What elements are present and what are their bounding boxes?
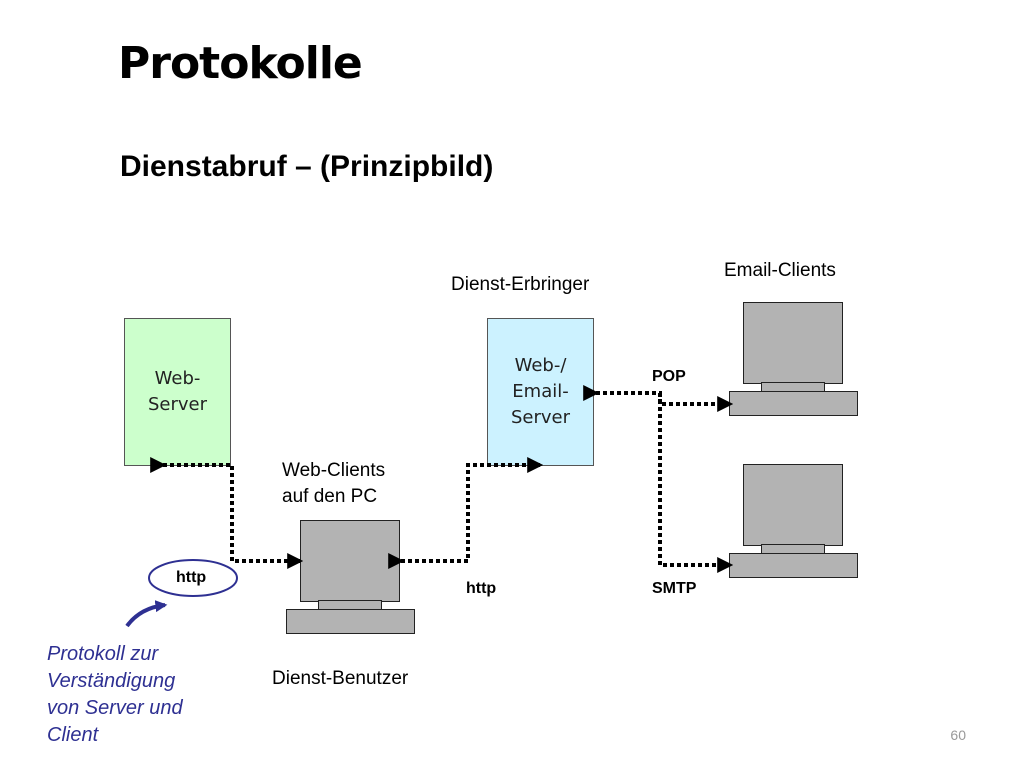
smtp-label: SMTP [652, 580, 697, 597]
provider-label: Dienst-Erbringer [451, 274, 590, 295]
protocol-annotation: Protokoll zur Verständigung von Server u… [47, 641, 183, 749]
http-bubble-label: http [176, 569, 207, 586]
annotation-line1: Protokoll zur [47, 643, 159, 665]
slide-title: Protokolle [118, 38, 363, 89]
annotation-line2: Verständigung [47, 670, 176, 692]
web-server-line2: Server [147, 394, 208, 415]
annotation-line4: Client [47, 724, 99, 746]
annotation-arrow [125, 600, 168, 628]
pop-label: POP [652, 368, 686, 385]
email-client-computer-top-icon [729, 302, 858, 416]
link-webserver-pc [150, 457, 304, 569]
web-server-line1: Web- [154, 368, 201, 389]
link-pc-mailserver [388, 457, 544, 569]
web-clients-label: Web-Clients auf den PC [282, 458, 385, 510]
page-number: 60 [950, 727, 966, 743]
mail-server-line1: Web-/ [514, 355, 567, 376]
mail-server-line2: Email- [512, 381, 569, 402]
web-server-box: Web- Server [124, 318, 231, 466]
web-clients-label-line2: auf den PC [282, 486, 378, 507]
email-clients-label: Email-Clients [724, 260, 836, 281]
email-client-computer-bottom-icon [729, 464, 858, 578]
annotation-line3: von Server und [47, 697, 183, 719]
mail-server-line3: Server [510, 407, 571, 428]
user-label: Dienst-Benutzer [272, 668, 409, 689]
http-link-label: http [466, 580, 497, 597]
web-clients-label-line1: Web-Clients [282, 460, 386, 481]
http-bubble [148, 559, 238, 597]
slide-subtitle: Dienstabruf – (Prinzipbild) [120, 150, 494, 183]
link-mailserver-pop [583, 385, 734, 412]
link-mailserver-smtp [658, 393, 734, 573]
user-computer-icon [286, 520, 415, 634]
